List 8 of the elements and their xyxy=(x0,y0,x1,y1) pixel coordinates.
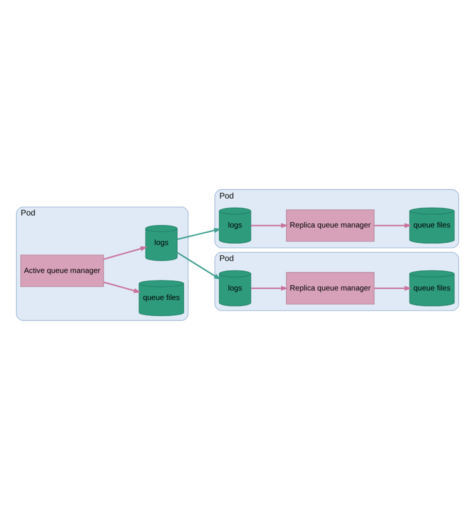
arrow xyxy=(102,246,148,260)
arrow xyxy=(374,222,412,228)
arrow xyxy=(374,285,412,290)
arrow xyxy=(176,228,221,240)
arrow xyxy=(250,285,288,290)
arrow xyxy=(176,252,220,280)
arrow xyxy=(102,281,140,293)
arrow xyxy=(250,222,288,228)
